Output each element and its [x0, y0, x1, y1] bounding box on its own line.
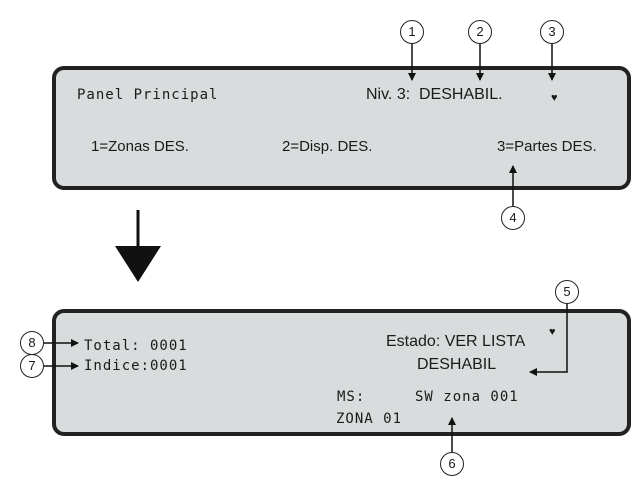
estado-value: DESHABIL — [417, 356, 497, 373]
indice-count: Indice:0001 — [84, 358, 188, 374]
total-count: Total: 0001 — [84, 338, 188, 354]
arrow-5 — [529, 302, 568, 376]
zona-name: ZONA 01 — [336, 411, 403, 427]
lcd-panel-disabled-list — [52, 309, 631, 436]
panel-title: Panel Principal — [77, 87, 219, 103]
callout-8: 8 — [20, 331, 44, 355]
option-disp: 2=Disp. DES. — [282, 138, 373, 155]
callout-5: 5 — [555, 280, 579, 304]
option-partes: 3=Partes DES. — [497, 138, 597, 155]
ms-label: MS: — [337, 389, 366, 405]
callout-3: 3 — [540, 20, 564, 44]
status-indicator-icon: ♥ — [549, 326, 556, 338]
level-state: DESHABIL. — [419, 86, 503, 103]
lcd-panel-main-menu — [52, 66, 631, 190]
option-zonas: 1=Zonas DES. — [91, 138, 189, 155]
callout-4: 4 — [501, 206, 525, 230]
level-label: Niv. 3: — [366, 86, 411, 103]
status-indicator-icon: ♥ — [551, 92, 558, 104]
down-arrow-head — [115, 246, 161, 282]
callout-2: 2 — [468, 20, 492, 44]
callout-1: 1 — [400, 20, 424, 44]
callout-6: 6 — [440, 452, 464, 476]
estado-label: Estado: VER LISTA — [386, 333, 526, 350]
callout-7: 7 — [20, 354, 44, 378]
sw-zona: SW zona 001 — [415, 389, 519, 405]
